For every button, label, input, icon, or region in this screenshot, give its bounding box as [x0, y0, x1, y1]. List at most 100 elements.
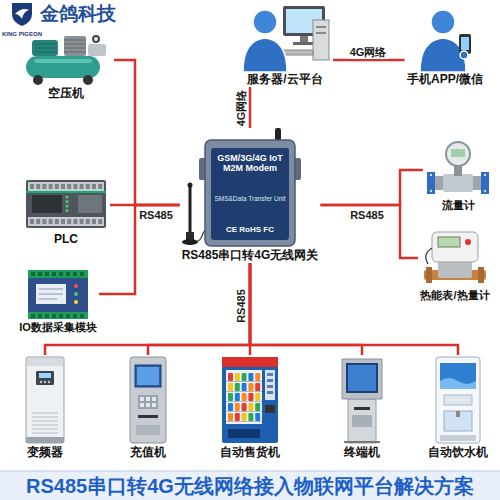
inverter-figure-part: [32, 433, 58, 434]
compressor-figure-part: [34, 59, 92, 63]
flow-meter-figure-part: [481, 172, 489, 194]
plc-figure-part: [65, 209, 68, 212]
vending-machine-figure-part: [228, 383, 233, 391]
vending-machine-figure-part: [255, 383, 260, 391]
io-module-figure-part: [39, 294, 63, 295]
plc-figure-part: [55, 219, 59, 224]
banner-caption: RS485串口转4G无线网络接入物联网平台解决方案: [26, 475, 474, 498]
device-text: SMS&Data Transfer Unit: [214, 195, 285, 203]
rs485-wire: [250, 263, 458, 355]
plc-figure-part: [80, 219, 84, 224]
recharge-kiosk-figure-part: [146, 397, 150, 401]
device-label: 终端机: [334, 445, 390, 460]
io-module-figure-part: [31, 272, 35, 276]
flow-meter-figure-part: [484, 190, 486, 192]
inverter-figure-part: [27, 358, 63, 366]
heat-meter-figure-part: [478, 267, 484, 283]
rs485-wire: [249, 87, 252, 128]
device-label: 自动饮水机: [426, 445, 490, 460]
edge-label-holder: RS485: [231, 287, 249, 325]
gateway-device-part: [211, 148, 289, 240]
link-label: 4G网络: [348, 46, 389, 59]
device-label: 空压机: [18, 86, 114, 101]
vending-machine-figure-part: [226, 421, 262, 422]
plc-figure-part: [36, 184, 40, 189]
vending-machine-figure-part: [242, 373, 247, 381]
rs485-wire: [148, 263, 250, 355]
vending-machine-figure-part: [267, 379, 273, 382]
plc-figure-part: [65, 195, 68, 198]
plc-figure-part: [86, 184, 90, 189]
terminal-kiosk-figure: 终端机: [334, 355, 390, 460]
recharge-kiosk-figure-part: [140, 403, 144, 407]
vending-machine-figure-part: [267, 373, 273, 376]
recharge-kiosk-figure-part: [137, 367, 159, 385]
plc-figure-part: [73, 219, 77, 224]
inverter-figure-part: [32, 429, 58, 430]
io-module-figure: IO数据采集模块: [17, 268, 99, 335]
compressor-figure-part: [92, 35, 100, 43]
vending-machine-figure: 自动售货机: [217, 355, 283, 460]
inverter-figure: 变频器: [18, 355, 72, 460]
antenna-whip: [189, 186, 192, 236]
vending-machine-figure-part: [235, 383, 240, 391]
water-dispenser-figure-icon: [430, 355, 486, 445]
flow-meter-figure-part: [430, 190, 432, 192]
vending-machine-figure-part: [242, 383, 247, 391]
water-dispenser-figure: 自动饮水机: [426, 355, 490, 460]
inverter-figure-icon: [20, 355, 70, 445]
heat-meter-figure-icon: [422, 228, 488, 288]
flow-meter-figure-icon: [425, 140, 491, 198]
plc-figure-part: [55, 184, 59, 189]
server-figure-part: [313, 20, 329, 60]
vending-machine-figure-part: [242, 393, 247, 401]
io-module-figure-part: [45, 272, 49, 276]
edge-label-holder: 4G网络: [348, 42, 389, 60]
io-module-figure-part: [38, 314, 42, 318]
plc-figure-part: [36, 219, 40, 224]
compressor-figure-part: [26, 56, 100, 78]
heat-meter-figure-part: [465, 239, 471, 245]
edge-label-holder: RS485: [348, 205, 386, 223]
io-module-figure-part: [39, 299, 57, 300]
water-dispenser-figure-part: [440, 378, 476, 389]
vending-machine-figure-part: [242, 413, 247, 421]
compressor-figure-part: [88, 44, 106, 56]
vending-machine-figure-part: [267, 385, 273, 388]
edge-label-holder: RS485: [137, 205, 175, 223]
banner-band: [0, 471, 500, 500]
vending-machine-figure-part: [255, 393, 260, 401]
rs485-wire: [321, 205, 419, 258]
heat-meter-figure-part: [426, 267, 432, 283]
vending-machine-figure-part: [226, 411, 262, 412]
compressor-figure-part: [64, 52, 86, 53]
gateway-device: GSM/3G/4G IoT M2M ModemSMS&Data Transfer…: [180, 128, 321, 263]
io-module-figure-part: [66, 272, 70, 276]
recharge-kiosk-figure-icon: [124, 355, 172, 445]
plc-figure-part: [28, 182, 104, 191]
plc-figure-part: [61, 219, 65, 224]
recharge-kiosk-figure-part: [135, 365, 161, 387]
io-module-figure-part: [45, 314, 49, 318]
device-label: 流量计: [423, 198, 493, 213]
link-label: 4G网络: [235, 88, 248, 129]
server-figure-part: [316, 32, 326, 34]
water-dispenser-figure-part: [456, 411, 460, 417]
water-dispenser-figure-part: [436, 357, 480, 443]
plc-figure-part: [86, 219, 90, 224]
vending-machine-figure-part: [265, 405, 275, 413]
vending-machine-figure-part: [228, 403, 233, 411]
server-figure-part: [253, 10, 277, 34]
heat-meter-figure-part: [432, 232, 478, 262]
inverter-figure-part: [32, 417, 58, 418]
io-module-figure-part: [73, 314, 77, 318]
terminal-kiosk-figure-part: [342, 359, 382, 399]
vending-machine-figure-part: [226, 370, 262, 424]
link-label: RS485: [348, 209, 386, 222]
server-figure-part: [300, 36, 308, 42]
vending-machine-figure-part: [242, 403, 247, 411]
inverter-figure-part: [48, 381, 50, 383]
inverter-figure-part: [32, 413, 58, 414]
io-module-figure-part: [28, 276, 88, 314]
